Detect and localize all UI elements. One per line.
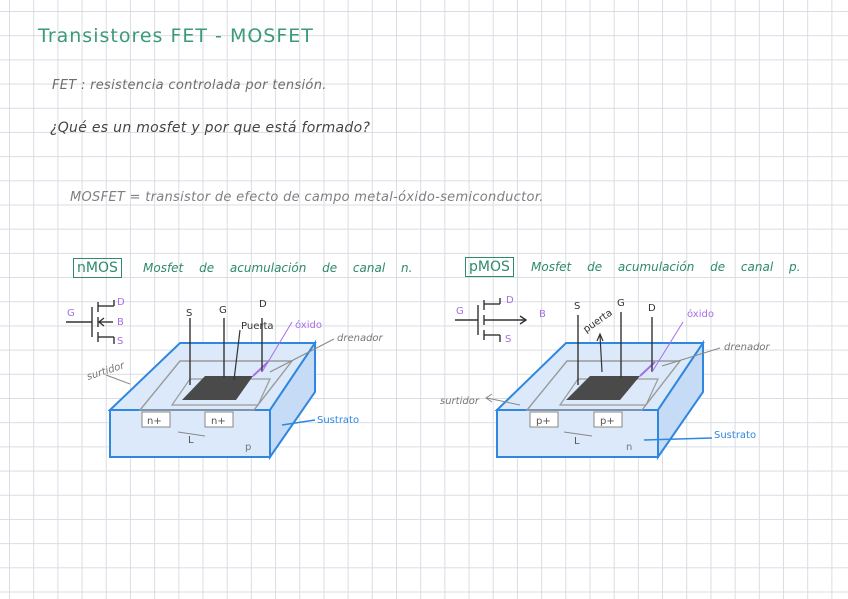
nmos-body: p — [245, 442, 251, 453]
nmos-badge: nMOS — [73, 258, 122, 278]
pmos-label-surtidor: surtidor — [440, 396, 480, 407]
pmos-region-left: p+ — [536, 416, 551, 427]
nmos-label-surtidor: surtidor — [86, 360, 127, 383]
pmos-body: n — [626, 442, 632, 453]
pmos-symbol-b: B — [539, 309, 546, 320]
pmos-label-drenador: drenador — [724, 342, 771, 353]
page-title: Transistores FET - MOSFET — [38, 25, 314, 47]
pmos-symbol — [455, 298, 528, 342]
pmos-region-right: p+ — [600, 416, 615, 427]
mosfet-definition: MOSFET = transistor de efecto de campo m… — [70, 190, 544, 205]
nmos-symbol-s: S — [117, 336, 123, 347]
nmos-heading: Mosfet de acumulación de canal n. — [143, 261, 413, 275]
nmos-symbol-g: G — [67, 308, 75, 319]
pmos-device — [485, 312, 721, 461]
pmos-terminal-d: D — [648, 303, 656, 314]
pmos-terminal-s: S — [574, 301, 580, 312]
nmos-label-puerta: Puerta — [241, 321, 274, 332]
nmos-symbol-d: D — [117, 297, 125, 308]
pmos-symbol-g: G — [456, 306, 464, 317]
question: ¿Qué es un mosfet y por que está formado… — [50, 120, 371, 136]
fet-definition: FET : resistencia controlada por tensión… — [52, 78, 327, 93]
nmos-terminal-d: D — [259, 299, 267, 310]
pmos-terminal-g: G — [617, 298, 625, 309]
pmos-badge: pMOS — [465, 257, 514, 277]
nmos-region-left: n+ — [147, 416, 162, 427]
nmos-label-drenador: drenador — [337, 333, 384, 344]
pmos-heading: Mosfet de acumulación de canal p. — [531, 260, 801, 274]
pmos-label-sustrato: Sustrato — [714, 430, 756, 441]
nmos-symbol — [66, 300, 115, 344]
nmos-label-sustrato: Sustrato — [317, 415, 359, 426]
nmos-symbol-b: B — [117, 317, 124, 328]
nmos-label-oxido: óxido — [295, 319, 322, 331]
pmos-label-l: L — [574, 436, 580, 447]
pmos-symbol-d: D — [506, 295, 514, 306]
pmos-label-puerta: puerta — [581, 308, 614, 336]
nmos-terminal-s: S — [186, 308, 192, 319]
nmos-device — [105, 318, 335, 461]
pmos-label-oxido: óxido — [687, 308, 714, 320]
nmos-label-l: L — [188, 435, 194, 446]
pmos-symbol-s: S — [505, 334, 511, 345]
nmos-terminal-g: G — [219, 305, 227, 316]
nmos-region-right: n+ — [211, 416, 226, 427]
